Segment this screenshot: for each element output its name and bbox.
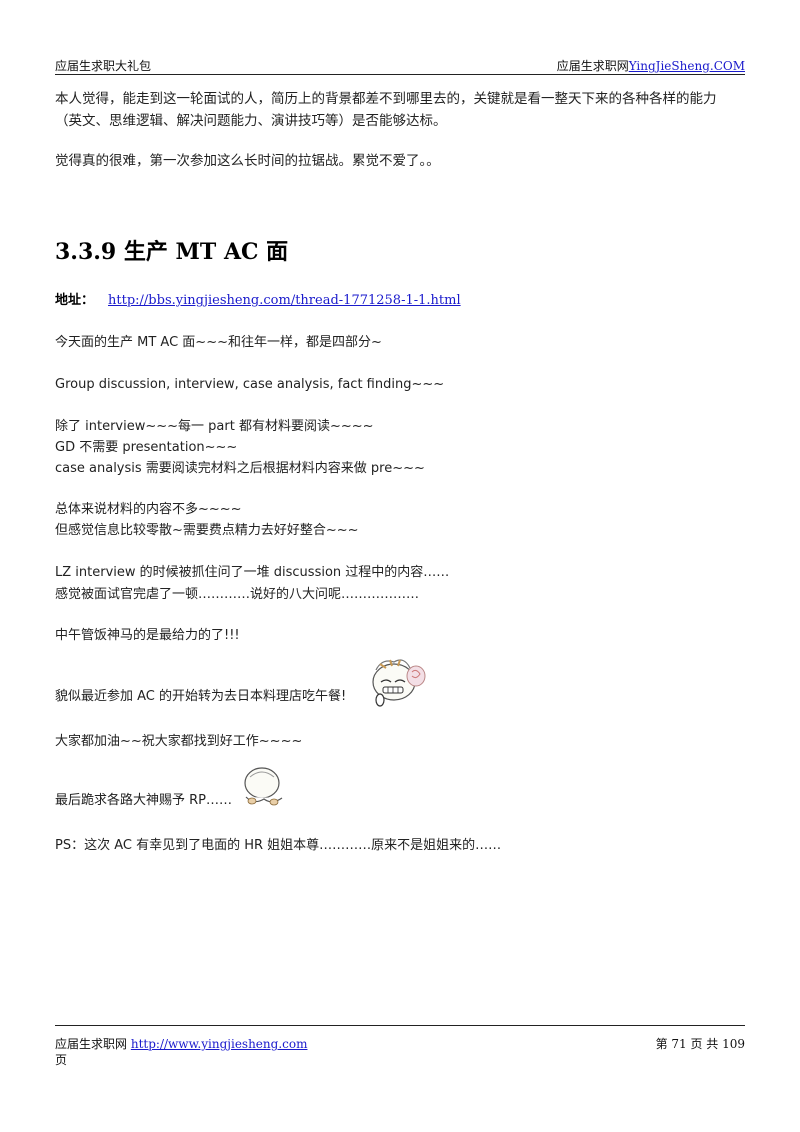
page-header-site: 应届生求职网YingJieSheng.COM xyxy=(557,58,745,74)
section-heading: 3.3.9 生产 MT AC 面 xyxy=(55,239,289,265)
body-line: 貌似最近参加 AC 的开始转为去日本料理店吃午餐! xyxy=(55,689,347,704)
kneeling-begging-emoticon-icon xyxy=(244,767,283,806)
address-label: 地址： xyxy=(55,293,95,308)
intro-paragraph-1-line-2: （英文、思维逻辑、解决问题能力、演讲技巧等）是否能够达标。 xyxy=(55,113,447,129)
body-line: 但感觉信息比较零散~需要费点精力去好好整合~~~ xyxy=(55,523,359,538)
intro-paragraph-2: 觉得真的很难，第一次参加这么长时间的拉锯战。累觉不爱了。。 xyxy=(55,153,440,169)
page-number: 第 71 页 共 109 xyxy=(655,1037,745,1051)
footer-site-link[interactable]: http://www.yingjiesheng.com xyxy=(130,1037,308,1051)
body-line: 感觉被面试官完虐了一顿…………说好的八大问呢……………… xyxy=(55,587,420,602)
header-site-text: 应届生求职网 xyxy=(556,59,629,73)
body-line: 大家都加油~~祝大家都找到好工作~~~~ xyxy=(55,734,303,749)
footer-site: 应届生求职网 http://www.yingjiesheng.com xyxy=(55,1036,307,1052)
body-line: PS：这次 AC 有幸见到了电面的 HR 姐姐本尊…………原来不是姐姐来的…… xyxy=(55,838,502,853)
body-line: 最后跪求各路大神赐予 RP…… xyxy=(55,793,233,808)
body-line: 中午管饭神马的是最给力的了!!! xyxy=(55,628,240,643)
footer-site-text: 应届生求职网 xyxy=(55,1037,128,1051)
address-line: 地址： http://bbs.yingjiesheng.com/thread-17… xyxy=(55,292,461,310)
intro-paragraph-1: 本人觉得，能走到这一轮面试的人，简历上的背景都差不到哪里去的，关键就是看一整天下… xyxy=(55,88,750,132)
body-line: GD 不需要 presentation~~~ xyxy=(55,440,238,455)
page-number-continuation: 页 xyxy=(55,1053,68,1067)
address-link[interactable]: http://bbs.yingjiesheng.com/thread-17712… xyxy=(108,293,461,308)
body-line: 总体来说材料的内容不多~~~~ xyxy=(55,502,242,517)
body-line: 今天面的生产 MT AC 面~~~和往年一样，都是四部分~ xyxy=(55,335,382,350)
header-rule xyxy=(55,74,745,75)
eating-face-emoticon-icon xyxy=(372,659,426,707)
body-line: case analysis 需要阅读完材料之后根据材料内容来做 pre~~~ xyxy=(55,461,425,476)
header-site-link[interactable]: YingJieSheng.COM xyxy=(628,59,745,73)
footer-rule xyxy=(55,1025,745,1026)
body-line: LZ interview 的时候被抓住问了一堆 discussion 过程中的内… xyxy=(55,565,450,580)
page-header-title: 应届生求职大礼包 xyxy=(55,59,152,73)
body-line: 除了 interview~~~每一 part 都有材料要阅读~~~~ xyxy=(55,419,374,434)
body-line: Group discussion, interview, case analys… xyxy=(55,377,445,392)
intro-paragraph-1-line-1: 本人觉得，能走到这一轮面试的人，简历上的背景都差不到哪里去的，关键就是看一整天下… xyxy=(55,91,717,107)
